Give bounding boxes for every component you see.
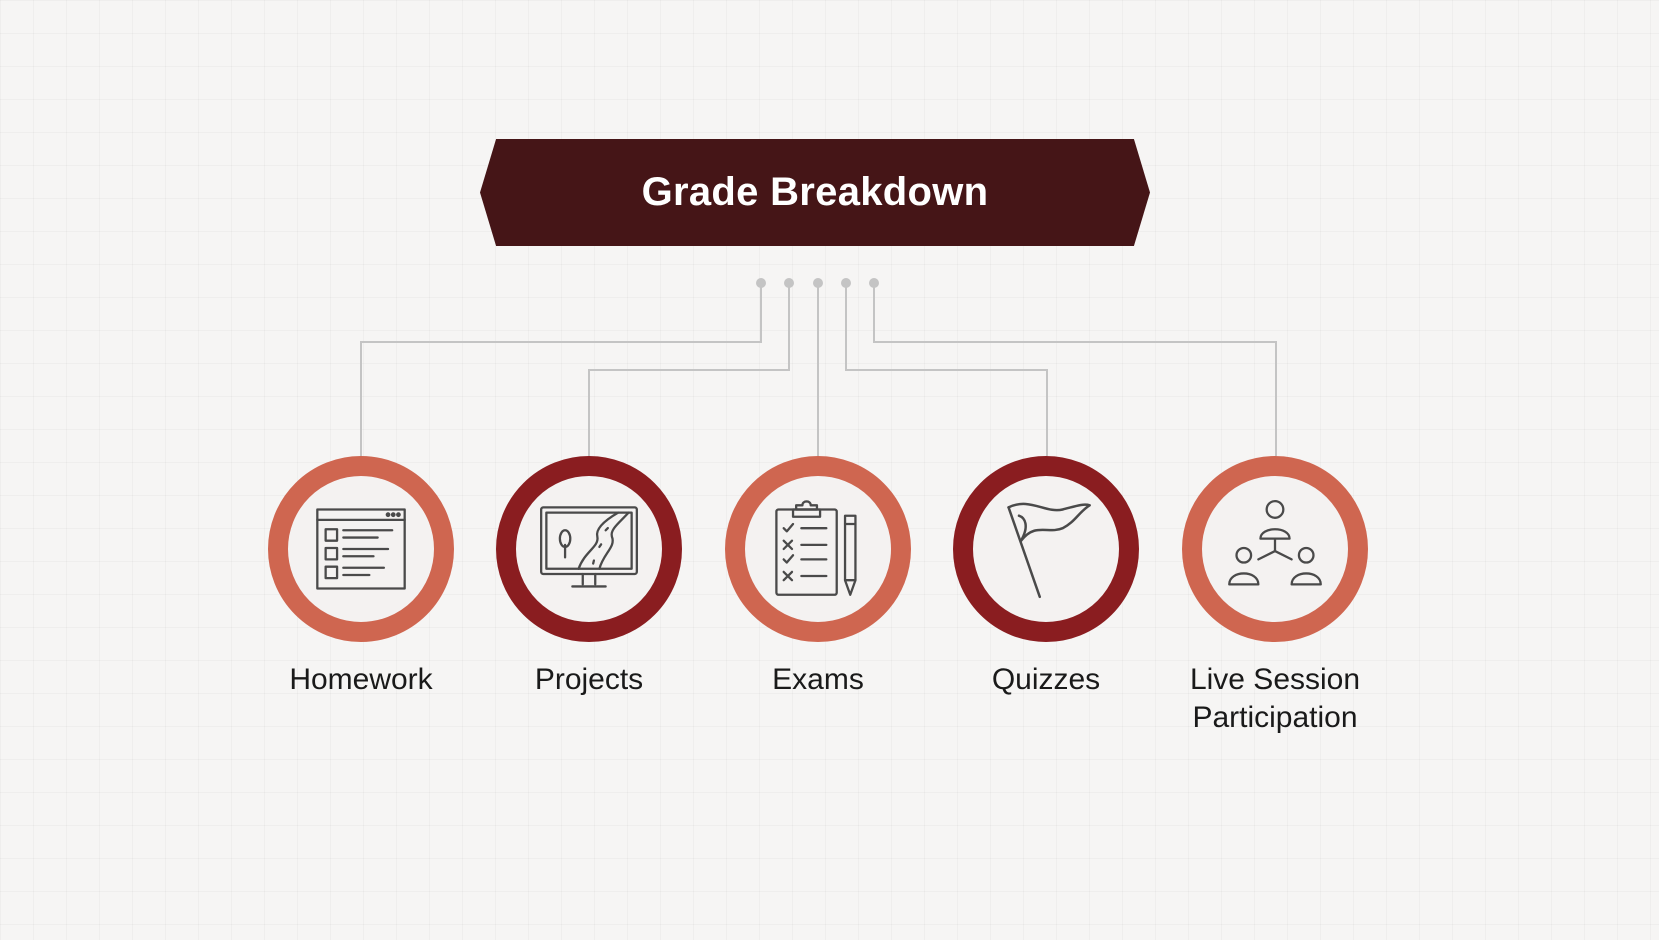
flag-icon bbox=[1007, 502, 1091, 599]
label-exams: Exams bbox=[772, 663, 864, 696]
checklist-window-icon bbox=[316, 508, 406, 590]
label-live-session-participation: Live Session Participation bbox=[1189, 663, 1361, 734]
projects-node bbox=[496, 456, 682, 642]
connector-dot bbox=[869, 278, 879, 288]
connector-projects bbox=[588, 283, 790, 456]
label-quizzes: Quizzes bbox=[991, 663, 1101, 696]
connector-homework bbox=[360, 283, 762, 456]
connector-live-session bbox=[873, 283, 1277, 456]
page-title: Grade Breakdown bbox=[641, 170, 989, 214]
connector-dot bbox=[813, 278, 823, 288]
label-homework: Homework bbox=[289, 663, 433, 696]
monitor-road-icon bbox=[540, 506, 638, 588]
connector-dot bbox=[841, 278, 851, 288]
people-network-icon bbox=[1228, 500, 1322, 586]
label-projects: Projects bbox=[534, 663, 644, 696]
live-session-node bbox=[1182, 456, 1368, 642]
quizzes-node bbox=[953, 456, 1139, 642]
clipboard-pencil-icon bbox=[775, 500, 857, 596]
connector-dot bbox=[756, 278, 766, 288]
title-banner: Grade Breakdown bbox=[480, 139, 1150, 246]
connector-dot bbox=[784, 278, 794, 288]
connector-quizzes bbox=[845, 283, 1048, 456]
exams-node bbox=[725, 456, 911, 642]
homework-node bbox=[268, 456, 454, 642]
